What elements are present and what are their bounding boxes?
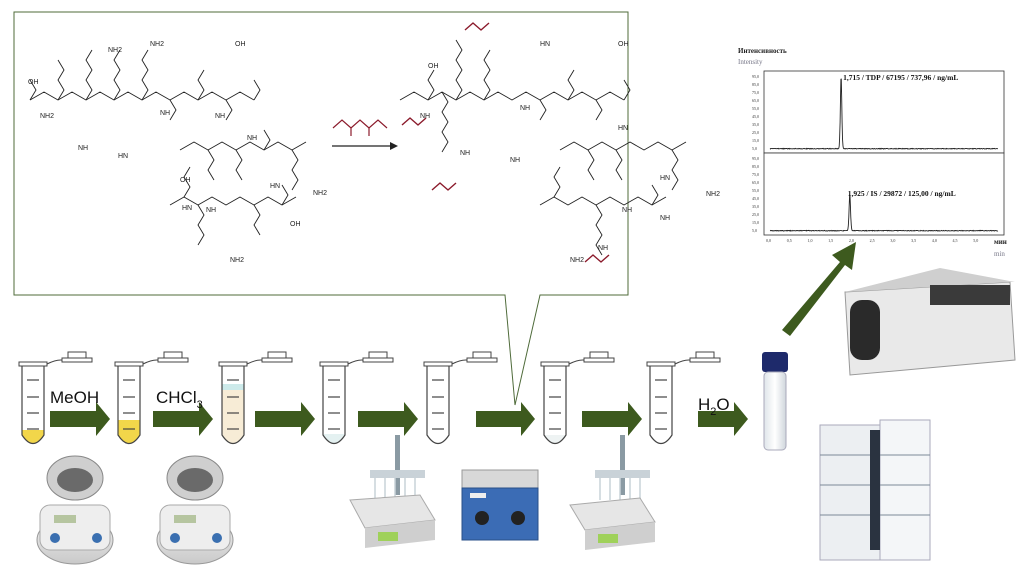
x-tick-label: 1,5 [828,238,833,244]
functional-group-label: NH [160,110,170,117]
functional-group-label: NH2 [150,41,164,48]
y-tick-label: 55,0 [752,106,759,112]
x-tick-label: 2,0 [849,238,854,244]
y-tick-label: 5,0 [752,146,757,152]
functional-group-label: NH [622,207,632,214]
ultrasonic-bath [462,470,538,540]
step-arrow [153,402,213,436]
microcentrifuge-tube [219,352,292,450]
x-axis-label-ru: мин [994,238,1007,246]
x-tick-label: 3,0 [890,238,895,244]
chromatogram-panel-top [764,71,1004,153]
reagent-meoh: MeOH [50,388,99,407]
step-arrow [50,402,110,436]
functional-group-label: NH2 [570,257,584,264]
y-tick-label: 95,0 [752,74,759,80]
peak-label-tdp: 1,715 / TDP / 67195 / 737,96 / ng/mL [843,73,958,82]
y-axis-label-en: Intensity [738,58,763,66]
functional-group-label: OH [28,79,39,86]
functional-group-label: NH [206,207,216,214]
functional-group-label: HN [660,175,670,182]
y-tick-label: 45,0 [752,196,759,202]
functional-group-label: NH2 [706,191,720,198]
functional-group-label: NH2 [40,113,54,120]
step-arrows [50,402,748,436]
functional-group-label: OH [290,221,301,228]
y-tick-label: 5,0 [752,228,757,234]
step-arrow [476,402,535,436]
x-tick-label: 4,5 [953,238,958,244]
centrifuge-2 [157,456,233,564]
functional-group-label: HN [182,205,192,212]
y-tick-label: 95,0 [752,156,759,162]
nitrogen-evaporator-1 [350,435,435,548]
reagent-chcl3: CHCl3 [156,388,203,411]
step-arrow [255,402,315,436]
centrifuge-1 [37,456,113,564]
functional-group-label: HN [618,125,628,132]
functional-group-label: OH [428,63,439,70]
y-tick-label: 35,0 [752,122,759,128]
x-tick-label: 1,0 [807,238,812,244]
microcentrifuge-tube [424,352,497,444]
y-tick-label: 75,0 [752,172,759,178]
y-tick-label: 15,0 [752,138,759,144]
functional-group-label: NH [660,215,670,222]
x-tick-label: 3,5 [911,238,916,244]
functional-group-label: NH2 [230,257,244,264]
functional-group-label: NH [598,245,608,252]
functional-group-label: HN [270,183,280,190]
autosampler-vial [762,352,788,450]
functional-group-label: NH [520,105,530,112]
functional-group-label: NH2 [108,47,122,54]
y-axis-label-ru: Интенсивность [738,47,787,55]
reaction-callout [14,12,628,405]
functional-group-label: HN [540,41,550,48]
functional-group-label: NH2 [313,190,327,197]
y-tick-label: 85,0 [752,164,759,170]
functional-group-label: OH [180,177,191,184]
functional-group-label: NH [247,135,257,142]
peak-label-is: 1,925 / IS / 29872 / 125,00 / ng/mL [848,189,956,198]
y-tick-label: 25,0 [752,130,759,136]
y-tick-label: 35,0 [752,204,759,210]
mass-spectrometer [845,268,1015,375]
functional-group-label: OH [618,41,629,48]
x-tick-label: 2,5 [870,238,875,244]
functional-group-label: NH [510,157,520,164]
y-tick-label: 65,0 [752,180,759,186]
chromatogram: Интенсивность Intensity мин min 0,0 0,5 1,… [738,47,1007,258]
x-tick-label: 5,0 [973,238,978,244]
microcentrifuge-tube [541,352,614,450]
x-tick-label: 4,0 [932,238,937,244]
tube-row [19,352,720,450]
x-tick-label: 0,0 [766,238,771,244]
y-tick-label: 55,0 [752,188,759,194]
y-tick-label: 85,0 [752,82,759,88]
y-tick-label: 65,0 [752,98,759,104]
y-tick-label: 25,0 [752,212,759,218]
step-arrow [582,402,642,436]
functional-group-label: NH [215,113,225,120]
functional-group-label: HN [118,153,128,160]
nitrogen-evaporator-2 [570,435,655,550]
step-arrow [358,402,418,436]
functional-group-label: NH [78,145,88,152]
microcentrifuge-tube [320,352,393,450]
arrow-to-chromatogram [782,242,856,336]
x-axis-label-en: min [994,250,1005,258]
y-tick-label: 15,0 [752,220,759,226]
y-tick-label: 45,0 [752,114,759,120]
functional-group-label: NH [420,113,430,120]
functional-group-label: OH [235,41,246,48]
side-chain-bond [672,150,678,190]
y-tick-label: 75,0 [752,90,759,96]
functional-group-label: NH [460,150,470,157]
x-tick-label: 0,5 [787,238,792,244]
hplc-system [820,420,930,560]
